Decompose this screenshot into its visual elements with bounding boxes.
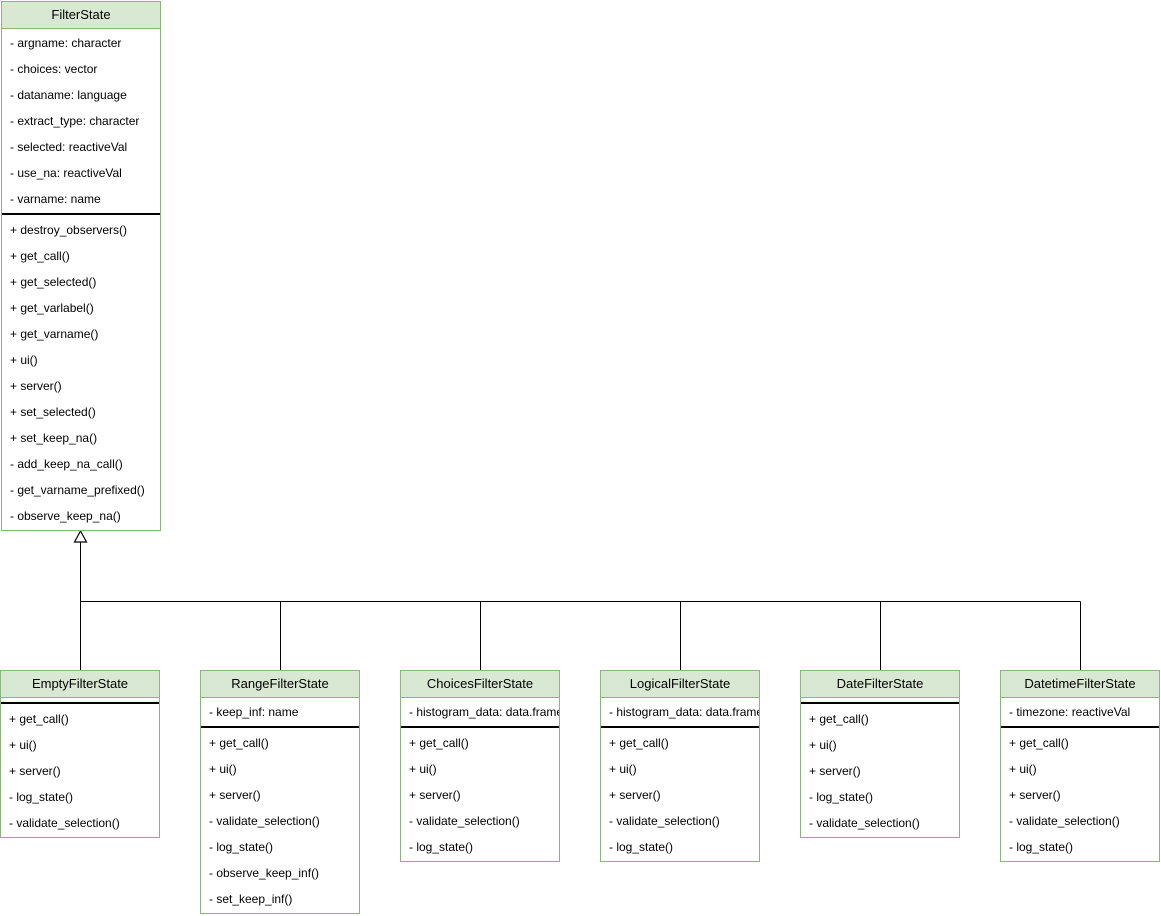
class-box-logicalfilterstate[interactable]: LogicalFilterState - histogram_data: dat… [600, 670, 760, 862]
method-row: + server() [609, 788, 661, 802]
class-title: EmptyFilterState [1, 671, 159, 698]
method-row: + destroy_observers() [10, 223, 128, 237]
method-row: - set_keep_inf() [209, 892, 293, 906]
class-attributes: - timezone: reactiveVal [1001, 698, 1159, 728]
attribute-row: - timezone: reactiveVal [1009, 705, 1131, 719]
method-row: - observe_keep_na() [10, 509, 121, 523]
method-row: - get_varname_prefixed() [10, 483, 145, 497]
method-row: + get_call() [409, 736, 469, 750]
method-row: + server() [10, 379, 62, 393]
method-row: + ui() [809, 738, 837, 752]
class-box-choicesfilterstate[interactable]: ChoicesFilterState - histogram_data: dat… [400, 670, 560, 862]
class-title: LogicalFilterState [601, 671, 759, 698]
class-title: FilterState [2, 2, 160, 29]
method-row: + get_call() [10, 249, 70, 263]
method-row: + get_call() [9, 712, 69, 726]
method-row: + get_varlabel() [10, 301, 94, 315]
class-box-datefilterstate[interactable]: DateFilterState + get_call() + ui() + serv… [800, 670, 960, 838]
method-row: + ui() [1009, 762, 1037, 776]
method-row: + get_call() [809, 712, 869, 726]
method-row: + ui() [9, 738, 37, 752]
method-row: - validate_selection() [609, 814, 720, 828]
method-row: - validate_selection() [1009, 814, 1120, 828]
class-methods: + get_call() + ui() + server() - validate_s… [1001, 728, 1159, 861]
method-row: + server() [1009, 788, 1061, 802]
method-row: + ui() [209, 762, 237, 776]
attribute-row: - extract_type: character [10, 114, 140, 128]
class-methods: + get_call() + ui() + server() - validate_s… [601, 728, 759, 861]
attribute-row: - histogram_data: data.frame [609, 705, 759, 719]
method-row: + get_call() [609, 736, 669, 750]
attribute-row: - use_na: reactiveVal [10, 166, 122, 180]
method-row: - log_state() [1009, 840, 1074, 854]
method-row: - log_state() [809, 790, 874, 804]
method-row: - validate_selection() [409, 814, 520, 828]
method-row: + get_call() [209, 736, 269, 750]
method-row: - log_state() [409, 840, 474, 854]
attribute-row: - histogram_data: data.frame [409, 705, 559, 719]
attribute-row: - keep_inf: name [209, 705, 299, 719]
method-row: - validate_selection() [809, 816, 920, 830]
method-row: + server() [409, 788, 461, 802]
class-box-datetimefilterstate[interactable]: DatetimeFilterState - timezone: reactive… [1000, 670, 1160, 862]
method-row: + get_call() [1009, 736, 1069, 750]
attribute-row: - argname: character [10, 36, 122, 50]
method-row: + ui() [10, 353, 38, 367]
class-methods: + get_call() + ui() + server() - validate_s… [401, 728, 559, 861]
class-methods: + destroy_observers() + get_call() + get_s… [2, 215, 160, 530]
class-attributes: - histogram_data: data.frame [401, 698, 559, 728]
class-box-filterstate[interactable]: FilterState - argname: character - choice… [1, 1, 161, 531]
class-box-emptyfilterstate[interactable]: EmptyFilterState + get_call() + ui() + ser… [0, 670, 160, 838]
method-row: + ui() [609, 762, 637, 776]
class-box-rangefilterstate[interactable]: RangeFilterState - keep_inf: name + get_… [200, 670, 360, 914]
method-row: + ui() [409, 762, 437, 776]
method-row: + set_selected() [10, 405, 96, 419]
method-row: - add_keep_na_call() [10, 457, 123, 471]
class-title: DatetimeFilterState [1001, 671, 1159, 698]
method-row: + set_keep_na() [10, 431, 98, 445]
class-attributes [1, 698, 159, 704]
method-row: + get_selected() [10, 275, 97, 289]
attribute-row: - choices: vector [10, 62, 98, 76]
method-row: - log_state() [609, 840, 674, 854]
method-row: - validate_selection() [9, 816, 120, 830]
attribute-row: - dataname: language [10, 88, 127, 102]
class-attributes: - histogram_data: data.frame [601, 698, 759, 728]
class-title: ChoicesFilterState [401, 671, 559, 698]
method-row: + server() [809, 764, 861, 778]
class-attributes: - keep_inf: name [201, 698, 359, 728]
inheritance-arrowhead-icon [73, 529, 88, 543]
class-methods: + get_call() + ui() + server() - validate_s… [201, 728, 359, 913]
attribute-row: - varname: name [10, 192, 101, 206]
method-row: - observe_keep_inf() [209, 866, 320, 880]
method-row: - log_state() [209, 840, 274, 854]
class-methods: + get_call() + ui() + server() - log_state(… [1, 704, 159, 837]
method-row: + server() [9, 764, 61, 778]
method-row: - log_state() [9, 790, 74, 804]
attribute-row: - selected: reactiveVal [10, 140, 128, 154]
method-row: - validate_selection() [209, 814, 320, 828]
method-row: + server() [209, 788, 261, 802]
class-methods: + get_call() + ui() + server() - log_state(… [801, 704, 959, 837]
class-attributes [801, 698, 959, 704]
class-title: DateFilterState [801, 671, 959, 698]
class-attributes: - argname: character - choices: vector - d… [2, 29, 160, 215]
method-row: + get_varname() [10, 327, 99, 341]
class-title: RangeFilterState [201, 671, 359, 698]
